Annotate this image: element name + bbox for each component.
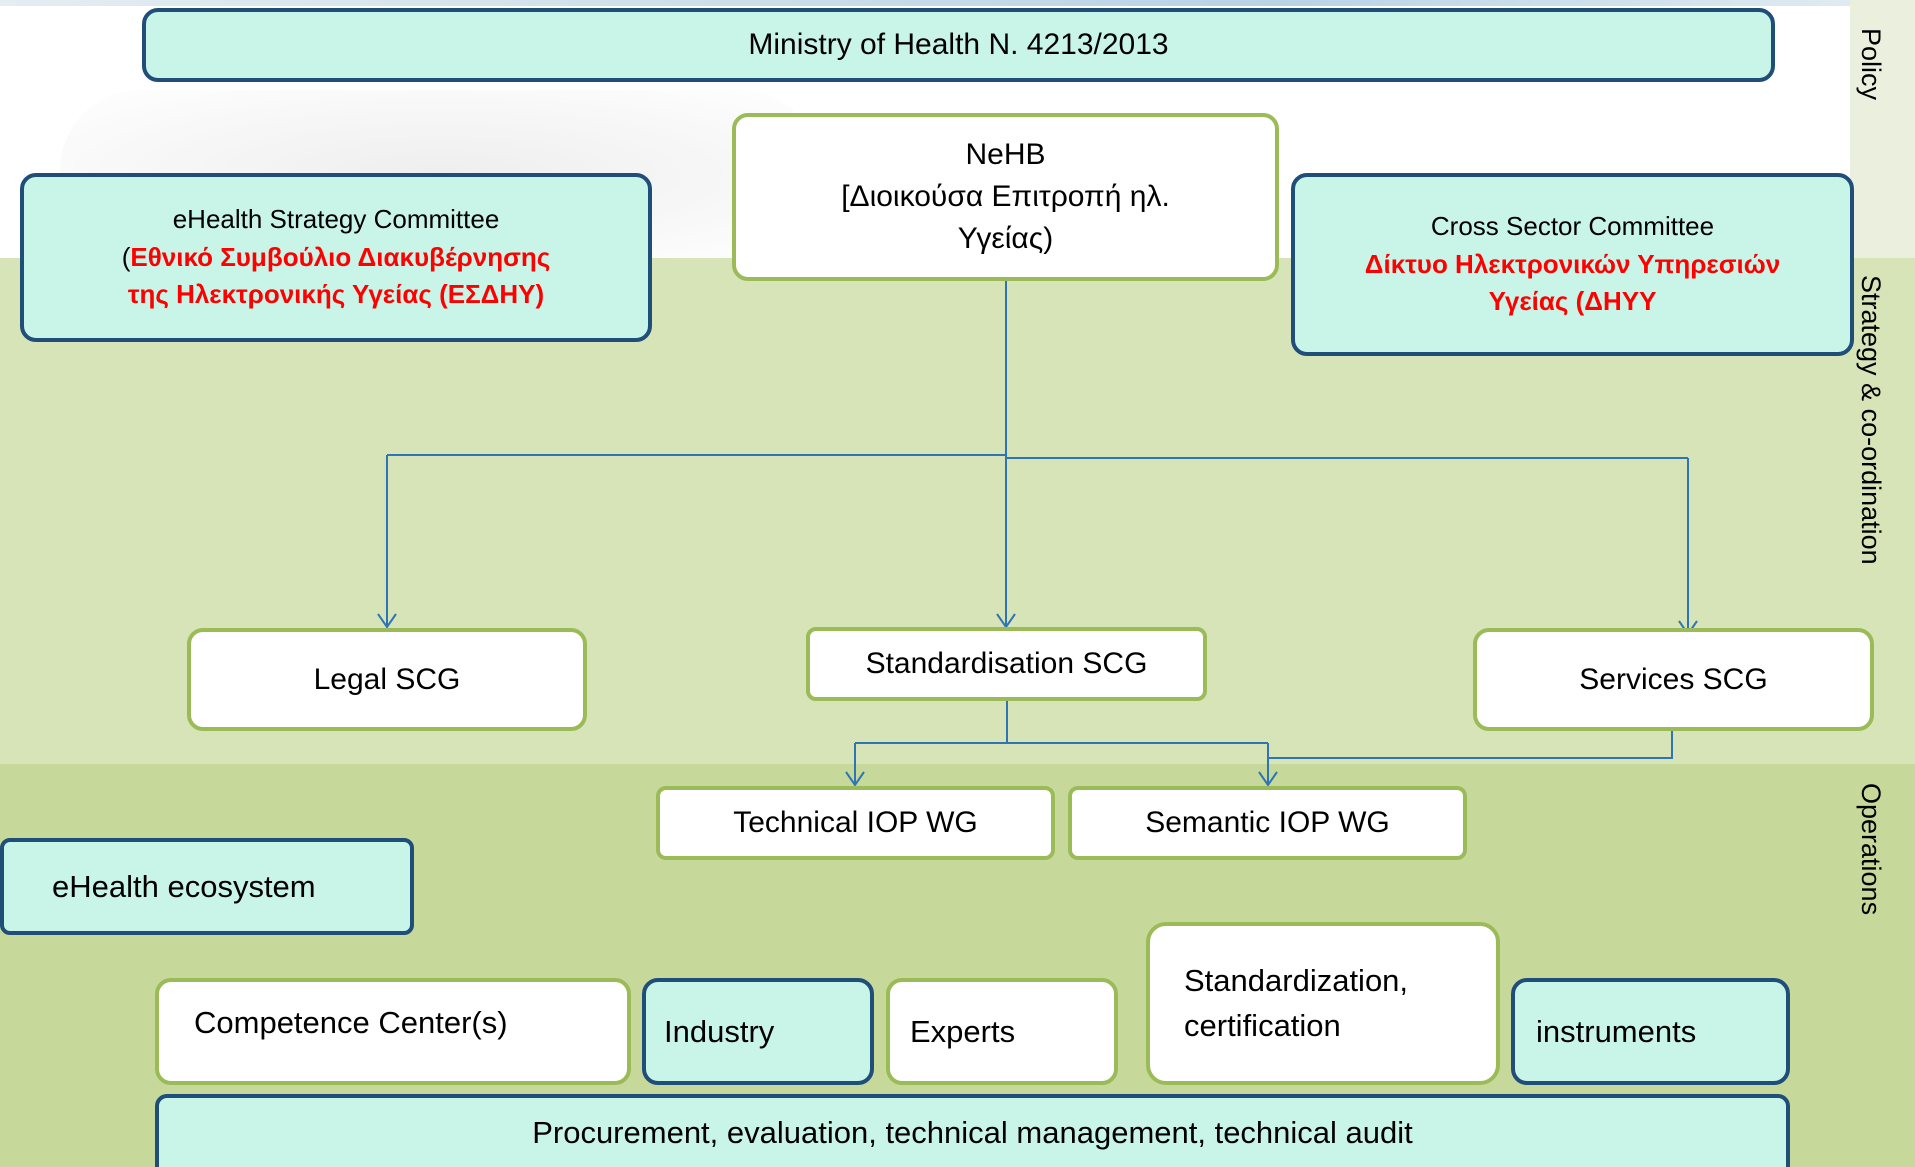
policy-label: Policy bbox=[1856, 28, 1886, 101]
legal-scg-box: Legal SCG bbox=[187, 628, 587, 731]
nehb-title: NeHB bbox=[965, 138, 1046, 171]
semantic-iop-wg-box: Semantic IOP WG bbox=[1068, 786, 1467, 860]
cross-sector-committee-box: Cross Sector Committee Δίκτυο Ηλεκτρονικ… bbox=[1291, 173, 1854, 356]
strategy-committee-greek: (Εθνικό Συμβούλιο Διακυβέρνησης της Ηλεκ… bbox=[114, 239, 558, 314]
services-scg-label: Services SCG bbox=[1579, 662, 1768, 696]
ehealth-ecosystem-box: eHealth ecosystem bbox=[0, 838, 414, 935]
strategy-committee-paren: ( bbox=[121, 241, 131, 272]
standardization-certification-box: Standardization, certification bbox=[1146, 922, 1500, 1085]
nehb-subtitle: [Διοικούσα Επιτροπή ηλ. Υγείας) bbox=[841, 180, 1170, 255]
ministry-box: Ministry of Health N. 4213/2013 bbox=[142, 8, 1775, 82]
instruments-box: instruments bbox=[1511, 978, 1790, 1085]
technical-iop-wg-box: Technical IOP WG bbox=[656, 786, 1055, 860]
experts-box: Experts bbox=[886, 978, 1118, 1085]
competence-center-label: Competence Center(s) bbox=[194, 1005, 508, 1040]
cross-sector-title: Cross Sector Committee bbox=[1430, 210, 1715, 241]
cross-sector-red-text: Δίκτυο Ηλεκτρονικών Υπηρεσιών Υγείας (ΔΗ… bbox=[1364, 248, 1781, 317]
standardization-label: Standardization, bbox=[1184, 962, 1409, 998]
nehb-box: NeHB [Διοικούσα Επιτροπή ηλ. Υγείας) bbox=[732, 113, 1279, 281]
semantic-iop-wg-label: Semantic IOP WG bbox=[1145, 806, 1390, 839]
certification-label: certification bbox=[1184, 1007, 1341, 1043]
strategy-committee-title: eHealth Strategy Committee bbox=[172, 203, 500, 234]
ehealth-ecosystem-label: eHealth ecosystem bbox=[52, 868, 316, 904]
strategy-committee-red-text: Εθνικό Συμβούλιο Διακυβέρνησης της Ηλεκτ… bbox=[127, 241, 551, 310]
procurement-label: Procurement, evaluation, technical manag… bbox=[532, 1114, 1413, 1150]
ministry-text: Ministry of Health N. 4213/2013 bbox=[748, 28, 1169, 61]
instruments-label: instruments bbox=[1536, 1013, 1697, 1049]
competence-center-box: Competence Center(s) bbox=[155, 978, 631, 1085]
legal-scg-label: Legal SCG bbox=[313, 662, 461, 696]
technical-iop-wg-label: Technical IOP WG bbox=[733, 806, 978, 839]
standardisation-scg-box: Standardisation SCG bbox=[806, 627, 1207, 701]
policy-label-strip bbox=[1850, 0, 1915, 258]
procurement-box: Procurement, evaluation, technical manag… bbox=[155, 1094, 1790, 1167]
standardisation-scg-label: Standardisation SCG bbox=[865, 647, 1148, 680]
industry-label: Industry bbox=[664, 1013, 775, 1049]
experts-label: Experts bbox=[910, 1013, 1016, 1049]
top-decorative-strip bbox=[0, 0, 1915, 6]
operations-label: Operations bbox=[1856, 783, 1886, 916]
industry-box: Industry bbox=[642, 978, 874, 1085]
services-scg-box: Services SCG bbox=[1473, 628, 1874, 731]
strategy-committee-box: eHealth Strategy Committee (Εθνικό Συμβο… bbox=[20, 173, 652, 342]
strategy-label: Strategy & co-ordination bbox=[1856, 275, 1886, 565]
